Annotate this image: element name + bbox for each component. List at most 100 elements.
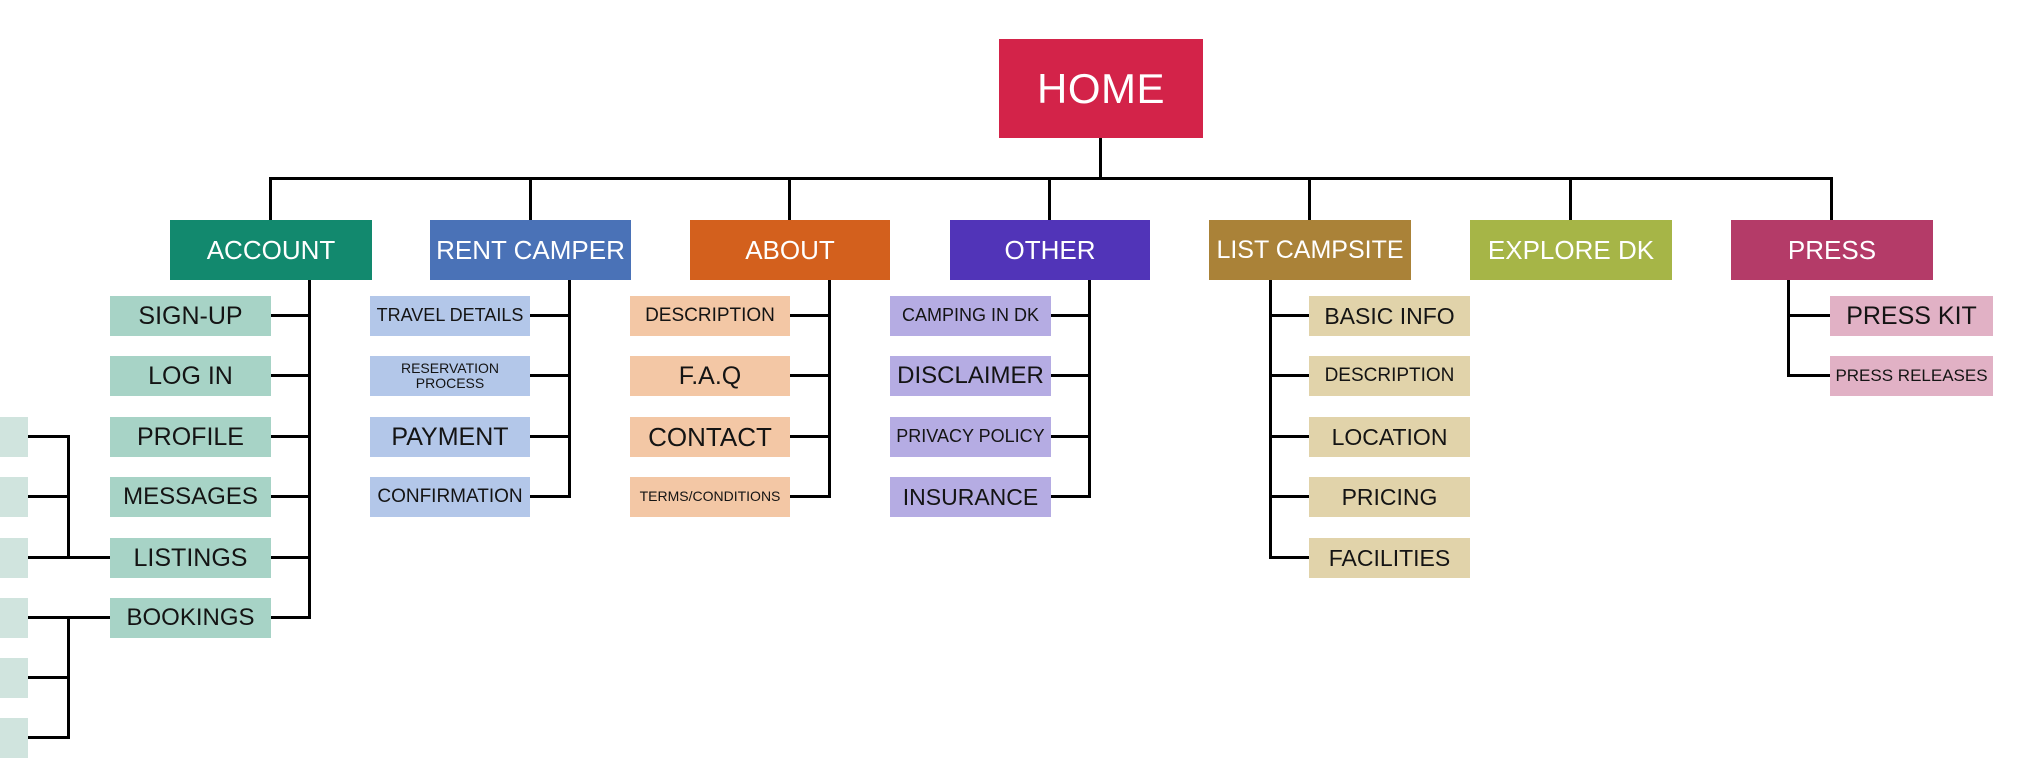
connector-line <box>1049 314 1091 317</box>
node-other[interactable]: OTHER <box>950 220 1150 280</box>
connector-line <box>1088 279 1091 498</box>
connector-line <box>788 177 791 222</box>
connector-line <box>26 556 112 559</box>
connector-line <box>788 314 831 317</box>
connector-line <box>26 736 70 739</box>
node-basic-info-label: BASIC INFO <box>1324 302 1455 329</box>
connector-line <box>26 616 112 619</box>
node-rent-camper[interactable]: RENT CAMPER <box>430 220 631 280</box>
node-list-campsite-label: LIST CAMPSITE <box>1216 235 1404 264</box>
node-description-campsite-label: DESCRIPTION <box>1324 364 1455 386</box>
connector-line <box>1269 374 1311 377</box>
node-reservation-process-label: RESERVATION PROCESS <box>400 359 500 391</box>
connector-line <box>1787 279 1790 377</box>
node-disclaimer-label: DISCLAIMER <box>897 362 1044 390</box>
node-insurance[interactable]: INSURANCE <box>890 477 1051 517</box>
node-profile[interactable]: PROFILE <box>110 417 271 457</box>
node-log-in[interactable]: LOG IN <box>110 356 271 396</box>
node-press-kit-label: PRESS KIT <box>1846 301 1977 330</box>
connector-line <box>269 177 272 222</box>
node-travel-details-label: TRAVEL DETAILS <box>376 305 524 326</box>
connector-line <box>528 495 571 498</box>
node-privacy-policy[interactable]: PRIVACY POLICY <box>890 417 1051 457</box>
node-reservation-process[interactable]: RESERVATION PROCESS <box>370 356 530 396</box>
node-privacy-policy-label: PRIVACY POLICY <box>896 426 1045 447</box>
connector-line <box>1048 177 1051 222</box>
node-listings[interactable]: LISTINGS <box>110 538 271 578</box>
node-home[interactable]: HOME <box>999 39 1203 138</box>
node-pricing[interactable]: PRICING <box>1309 477 1470 517</box>
node-facilities-label: FACILITIES <box>1328 544 1451 571</box>
connector-line <box>270 556 311 559</box>
node-about-label: ABOUT <box>745 234 835 265</box>
node-other-label: OTHER <box>1004 234 1096 265</box>
connector-line <box>788 374 831 377</box>
connector-line <box>270 435 311 438</box>
node-account-label: ACCOUNT <box>206 234 336 265</box>
node-basic-info[interactable]: BASIC INFO <box>1309 296 1470 336</box>
connector-line <box>270 314 311 317</box>
node-press-releases[interactable]: PRESS RELEASES <box>1830 356 1993 396</box>
node-home-label: HOME <box>1037 64 1165 112</box>
connector-line <box>1269 495 1311 498</box>
connector-line <box>568 279 571 498</box>
node-rent-camper-label: RENT CAMPER <box>436 234 625 265</box>
node-messages[interactable]: MESSAGES <box>110 477 271 517</box>
connector-line <box>270 374 311 377</box>
node-press-kit[interactable]: PRESS KIT <box>1830 296 1993 336</box>
node-contact[interactable]: CONTACT <box>630 417 790 457</box>
node-list-campsite[interactable]: LIST CAMPSITE <box>1209 220 1411 280</box>
connector-line <box>26 435 70 438</box>
node-press-label: PRESS <box>1787 234 1877 265</box>
connector-line <box>1049 495 1091 498</box>
node-terms-conditions-label: TERMS/CONDITIONS <box>639 488 781 505</box>
connector-line <box>26 495 70 498</box>
connector-line <box>528 435 571 438</box>
node-pricing-label: PRICING <box>1341 483 1438 510</box>
node-log-in-label: LOG IN <box>148 361 233 390</box>
node-explore-dk[interactable]: EXPLORE DK <box>1470 220 1672 280</box>
node-travel-details[interactable]: TRAVEL DETAILS <box>370 296 530 336</box>
connector-line <box>1308 177 1311 222</box>
node-bookings[interactable]: BOOKINGS <box>110 598 271 638</box>
connector-line <box>26 676 70 679</box>
node-about[interactable]: ABOUT <box>690 220 890 280</box>
node-location[interactable]: LOCATION <box>1309 417 1470 457</box>
node-insurance-label: INSURANCE <box>902 483 1039 510</box>
node-profile-label: PROFILE <box>137 422 244 451</box>
node-press-releases-label: PRESS RELEASES <box>1835 365 1988 385</box>
connector-line <box>788 495 831 498</box>
connector-line <box>1787 314 1832 317</box>
node-payment[interactable]: PAYMENT <box>370 417 530 457</box>
node-terms-conditions[interactable]: TERMS/CONDITIONS <box>630 477 790 517</box>
connector-line <box>1049 435 1091 438</box>
connector-line <box>1569 177 1572 222</box>
connector-line <box>270 616 311 619</box>
connector-line <box>828 279 831 498</box>
node-messages-label: MESSAGES <box>123 483 258 511</box>
node-confirmation[interactable]: CONFIRMATION <box>370 477 530 517</box>
connector-line <box>1269 314 1311 317</box>
node-description-campsite[interactable]: DESCRIPTION <box>1309 356 1470 396</box>
truncated-node[interactable] <box>0 598 28 638</box>
node-camping-in-dk-label: CAMPING IN DK <box>901 305 1039 326</box>
truncated-node[interactable] <box>0 718 28 758</box>
node-disclaimer[interactable]: DISCLAIMER <box>890 356 1051 396</box>
node-camping-in-dk[interactable]: CAMPING IN DK <box>890 296 1051 336</box>
node-press[interactable]: PRESS <box>1731 220 1933 280</box>
node-facilities[interactable]: FACILITIES <box>1309 538 1470 578</box>
connector-line <box>1269 279 1272 559</box>
node-description[interactable]: DESCRIPTION <box>630 296 790 336</box>
node-faq[interactable]: F.A.Q <box>630 356 790 396</box>
truncated-node[interactable] <box>0 477 28 517</box>
truncated-node[interactable] <box>0 417 28 457</box>
node-payment-label: PAYMENT <box>391 422 509 451</box>
truncated-node[interactable] <box>0 538 28 578</box>
node-confirmation-label: CONFIRMATION <box>377 485 523 507</box>
node-sign-up[interactable]: SIGN-UP <box>110 296 271 336</box>
node-account[interactable]: ACCOUNT <box>170 220 372 280</box>
node-description-label: DESCRIPTION <box>645 304 775 326</box>
truncated-node[interactable] <box>0 658 28 698</box>
node-faq-label: F.A.Q <box>678 361 742 390</box>
